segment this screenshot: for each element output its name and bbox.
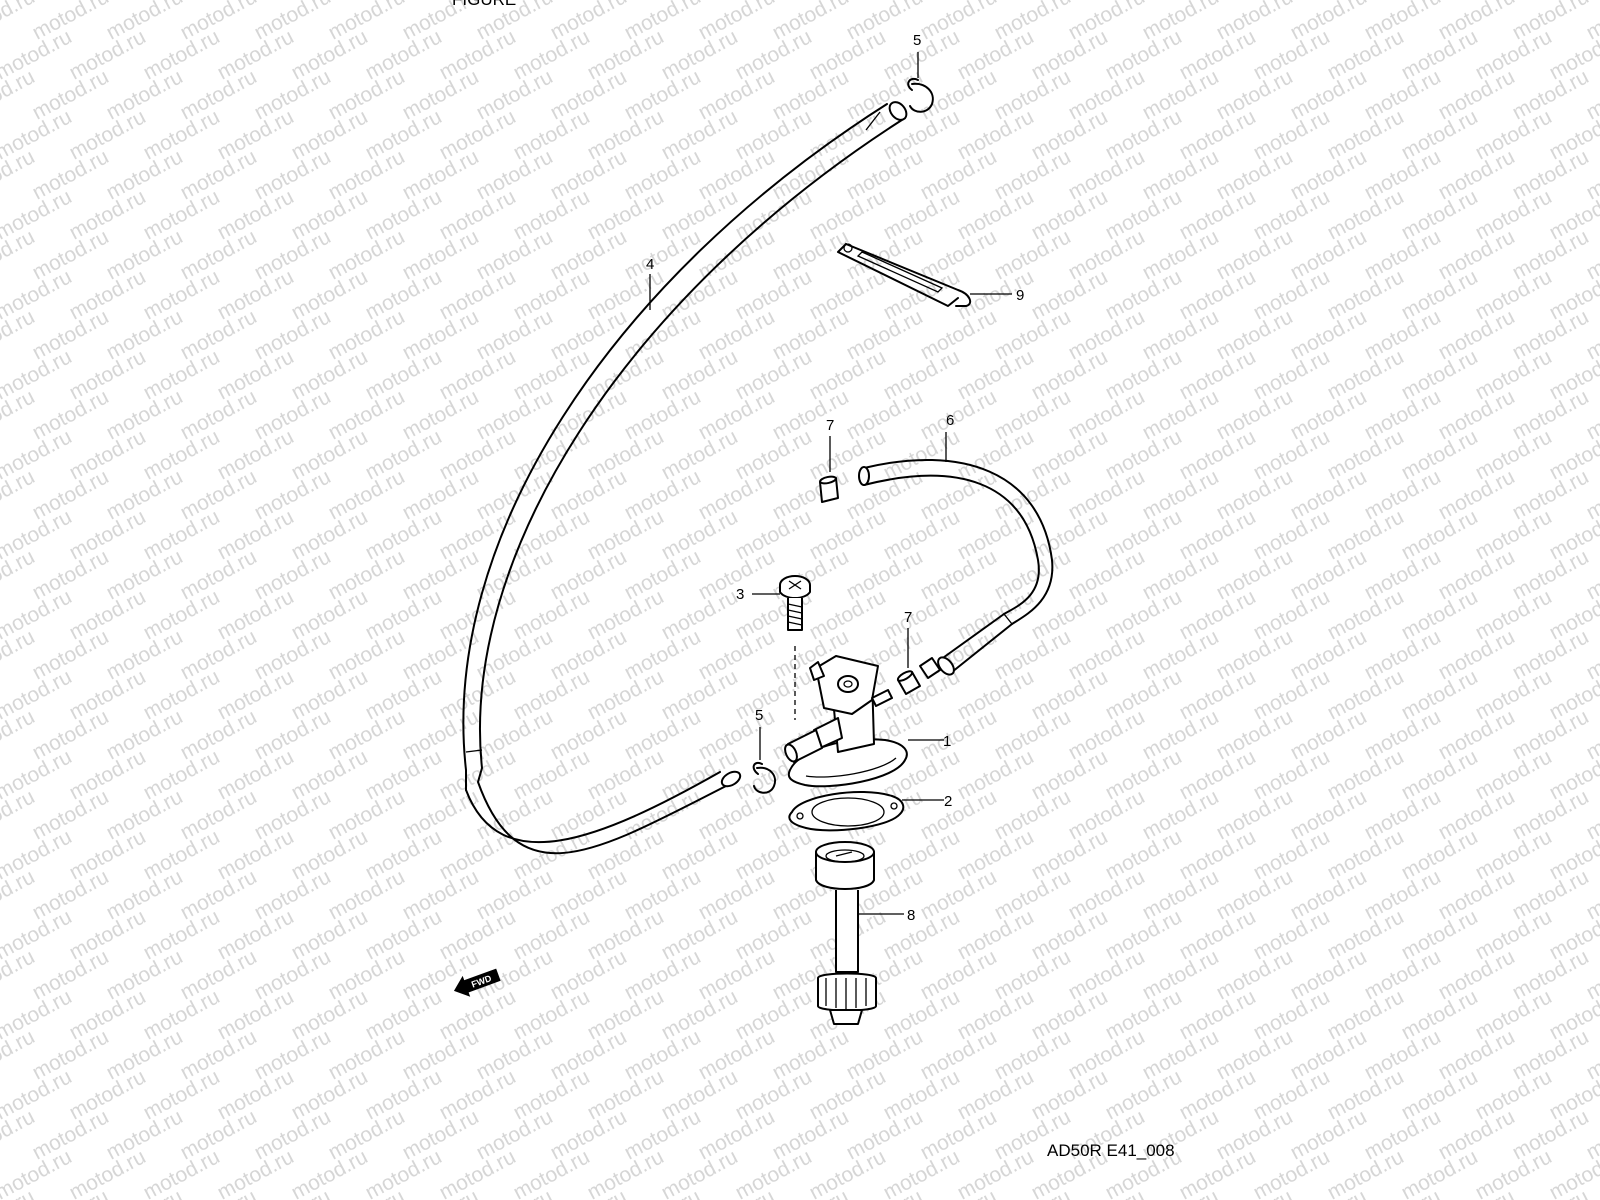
callout-7-lower: 7 <box>904 609 912 626</box>
callout-8: 8 <box>907 907 915 924</box>
callout-5-lower: 5 <box>755 707 763 724</box>
callout-7-upper: 7 <box>826 417 834 434</box>
callout-4: 4 <box>646 256 654 273</box>
diagram-code: AD50R E41_008 <box>1047 1141 1175 1160</box>
callout-2: 2 <box>944 793 952 810</box>
callout-9: 9 <box>1016 287 1024 304</box>
callout-6: 6 <box>946 412 954 429</box>
callout-3: 3 <box>736 586 744 603</box>
callout-1: 1 <box>943 733 951 750</box>
header-fragment: FIGURE <box>452 0 516 9</box>
callout-5-top: 5 <box>913 32 921 49</box>
